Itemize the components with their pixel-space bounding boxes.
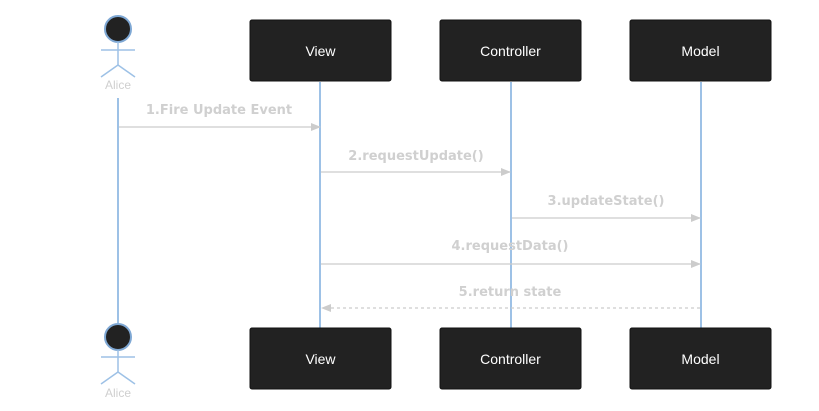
actor-name-bottom: Alice [105, 386, 131, 400]
participant-model-top: Model [629, 19, 772, 82]
message-label: 3.updateState() [548, 194, 665, 209]
actor-alice-bottom: Alice [100, 323, 136, 400]
participant-controller-top: Controller [439, 19, 582, 82]
participant-label: Model [681, 43, 719, 59]
participant-label: View [305, 43, 336, 59]
actor-alice-top: Alice [100, 15, 136, 92]
message-2: 2.requestUpdate() [321, 149, 511, 176]
message-label: 2.requestUpdate() [348, 149, 483, 164]
participant-label: Controller [480, 43, 541, 59]
participant-label: Controller [480, 351, 541, 367]
participant-view-bottom: View [249, 327, 392, 390]
message-label: 4.requestData() [452, 239, 569, 254]
message-label: 5.return state [459, 285, 562, 300]
participant-label: Model [681, 351, 719, 367]
message-3: 3.updateState() [512, 194, 701, 222]
participant-label: View [305, 351, 336, 367]
message-5: 5.return state [321, 285, 700, 312]
message-1: 1.Fire Update Event [119, 103, 321, 131]
message-4: 4.requestData() [321, 239, 701, 268]
participant-controller-bottom: Controller [439, 327, 582, 390]
stick-figure-icon [100, 323, 136, 385]
participant-view-top: View [249, 19, 392, 82]
actor-name-top: Alice [105, 78, 131, 92]
participant-model-bottom: Model [629, 327, 772, 390]
stick-figure-icon [100, 15, 136, 78]
message-label: 1.Fire Update Event [146, 103, 292, 118]
